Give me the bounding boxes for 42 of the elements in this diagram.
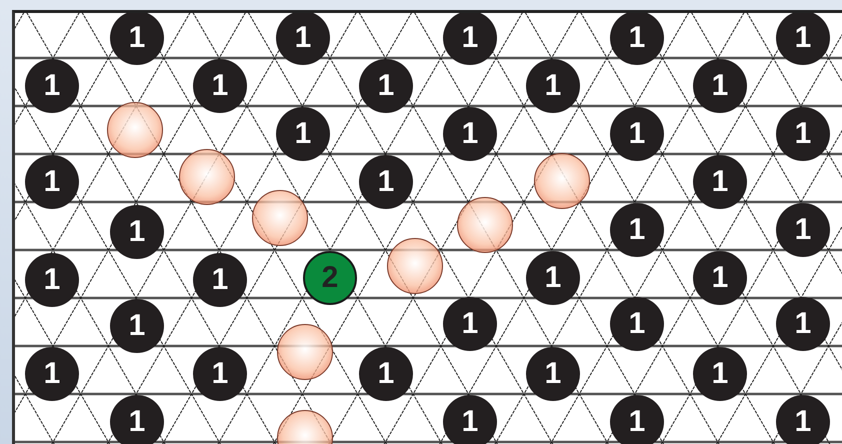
number-disc: 1 — [610, 395, 664, 444]
number-disc: 1 — [359, 59, 413, 113]
number-disc: 1 — [193, 253, 247, 307]
number-disc: 1 — [276, 13, 330, 65]
number-disc: 1 — [25, 59, 79, 113]
number-disc: 1 — [443, 395, 497, 444]
number-disc: 1 — [359, 155, 413, 209]
number-disc: 1 — [110, 13, 164, 65]
number-disc: 2 — [303, 251, 357, 305]
number-disc: 1 — [110, 395, 164, 444]
number-disc: 1 — [443, 13, 497, 65]
number-disc: 1 — [776, 395, 830, 444]
number-disc: 1 — [359, 347, 413, 401]
number-disc: 1 — [776, 297, 830, 351]
number-disc: 1 — [610, 107, 664, 161]
number-disc: 1 — [610, 297, 664, 351]
number-disc: 1 — [776, 203, 830, 257]
number-disc: 1 — [110, 299, 164, 353]
number-disc: 1 — [193, 59, 247, 113]
number-disc: 1 — [693, 347, 747, 401]
sphere — [387, 238, 443, 294]
number-disc: 1 — [610, 13, 664, 65]
number-disc: 1 — [110, 205, 164, 259]
number-disc: 1 — [193, 347, 247, 401]
number-disc: 1 — [25, 347, 79, 401]
number-disc: 1 — [693, 155, 747, 209]
number-disc: 1 — [526, 59, 580, 113]
number-disc: 1 — [776, 13, 830, 65]
number-disc: 1 — [276, 107, 330, 161]
number-disc: 1 — [526, 251, 580, 305]
number-disc: 1 — [693, 251, 747, 305]
number-disc: 1 — [25, 155, 79, 209]
sphere — [277, 324, 333, 380]
number-disc: 1 — [776, 107, 830, 161]
number-disc: 1 — [526, 347, 580, 401]
sphere — [107, 102, 163, 158]
sphere — [252, 190, 308, 246]
number-disc: 1 — [443, 107, 497, 161]
number-disc: 1 — [25, 253, 79, 307]
number-disc: 1 — [610, 203, 664, 257]
number-disc: 1 — [693, 59, 747, 113]
number-disc: 1 — [443, 297, 497, 351]
